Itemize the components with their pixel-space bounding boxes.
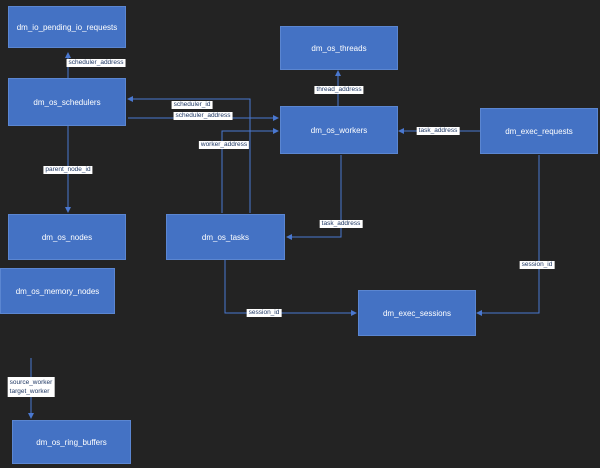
node-os-tasks[interactable]: dm_os_tasks	[166, 214, 285, 260]
node-io-pending-requests[interactable]: dm_io_pending_io_requests	[8, 6, 126, 48]
node-label: dm_os_workers	[310, 125, 368, 135]
node-os-threads[interactable]: dm_os_threads	[280, 26, 398, 70]
node-label: dm_os_schedulers	[33, 97, 101, 107]
edge-label-session-id-requests: session_id	[519, 261, 555, 269]
node-os-nodes[interactable]: dm_os_nodes	[8, 214, 126, 260]
edge-label-scheduler-address-io: scheduler_address	[66, 59, 126, 67]
node-os-workers[interactable]: dm_os_workers	[280, 106, 398, 154]
edge-label-thread-address: thread_address	[314, 86, 364, 94]
edge-session-id-tasks	[224, 260, 357, 316]
node-label: dm_os_ring_buffers	[36, 437, 107, 447]
edge-label-task-address-tasks: task_address	[319, 220, 363, 228]
edge-task-address-tasks	[286, 155, 342, 240]
edge-label-scheduler-address-workers: scheduler_address	[173, 112, 233, 120]
node-exec-requests[interactable]: dm_exec_requests	[480, 108, 598, 154]
edge-label-source-target-worker: source_worker target_worker	[7, 377, 55, 397]
node-label: dm_io_pending_io_requests	[16, 22, 118, 32]
edge-scheduler-id	[127, 96, 251, 213]
node-label: dm_exec_sessions	[382, 308, 452, 318]
node-exec-sessions[interactable]: dm_exec_sessions	[358, 290, 476, 336]
edge-label-worker-address: worker_address	[198, 141, 250, 149]
node-label: dm_os_memory_nodes	[15, 286, 100, 296]
node-label: dm_exec_requests	[505, 126, 573, 136]
node-label: dm_os_nodes	[41, 232, 93, 242]
edge-worker-address	[221, 128, 279, 213]
node-os-ring-buffers[interactable]: dm_os_ring_buffers	[12, 420, 131, 464]
node-os-schedulers[interactable]: dm_os_schedulers	[8, 78, 126, 126]
edge-session-id-requests	[476, 155, 540, 316]
node-os-memory-nodes[interactable]: dm_os_memory_nodes	[0, 268, 115, 314]
edge-label-session-id-tasks: session_id	[246, 309, 282, 317]
edge-label-scheduler-id: scheduler_id	[171, 101, 213, 109]
edge-label-target-worker: target_worker	[9, 388, 50, 395]
edge-label-source-worker: source_worker	[9, 379, 53, 386]
edge-label-task-address-requests: task_address	[416, 127, 460, 135]
edge-label-parent-node-id: parent_node_id	[43, 166, 93, 174]
node-label: dm_os_tasks	[201, 232, 250, 242]
node-label: dm_os_threads	[311, 43, 367, 53]
